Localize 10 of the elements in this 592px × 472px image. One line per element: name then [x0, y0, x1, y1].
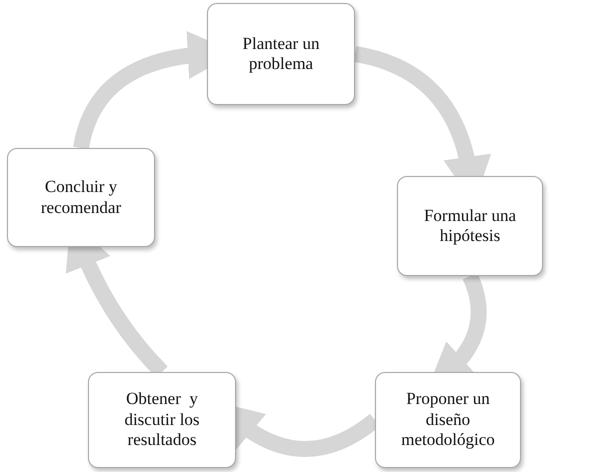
step-box: [88, 372, 236, 468]
step-box: [397, 176, 543, 276]
step-text: Plantear un problema: [242, 34, 320, 74]
step-box: [7, 148, 155, 247]
step-box: [375, 372, 521, 468]
step-box: [207, 3, 355, 105]
step-text: Proponer un diseño metodológico: [400, 389, 496, 451]
step-text: Obtener y discutir los resultados: [123, 389, 201, 451]
step-text: Formular una hipótesis: [422, 206, 518, 246]
step-text: Concluir y recomendar: [40, 177, 122, 218]
